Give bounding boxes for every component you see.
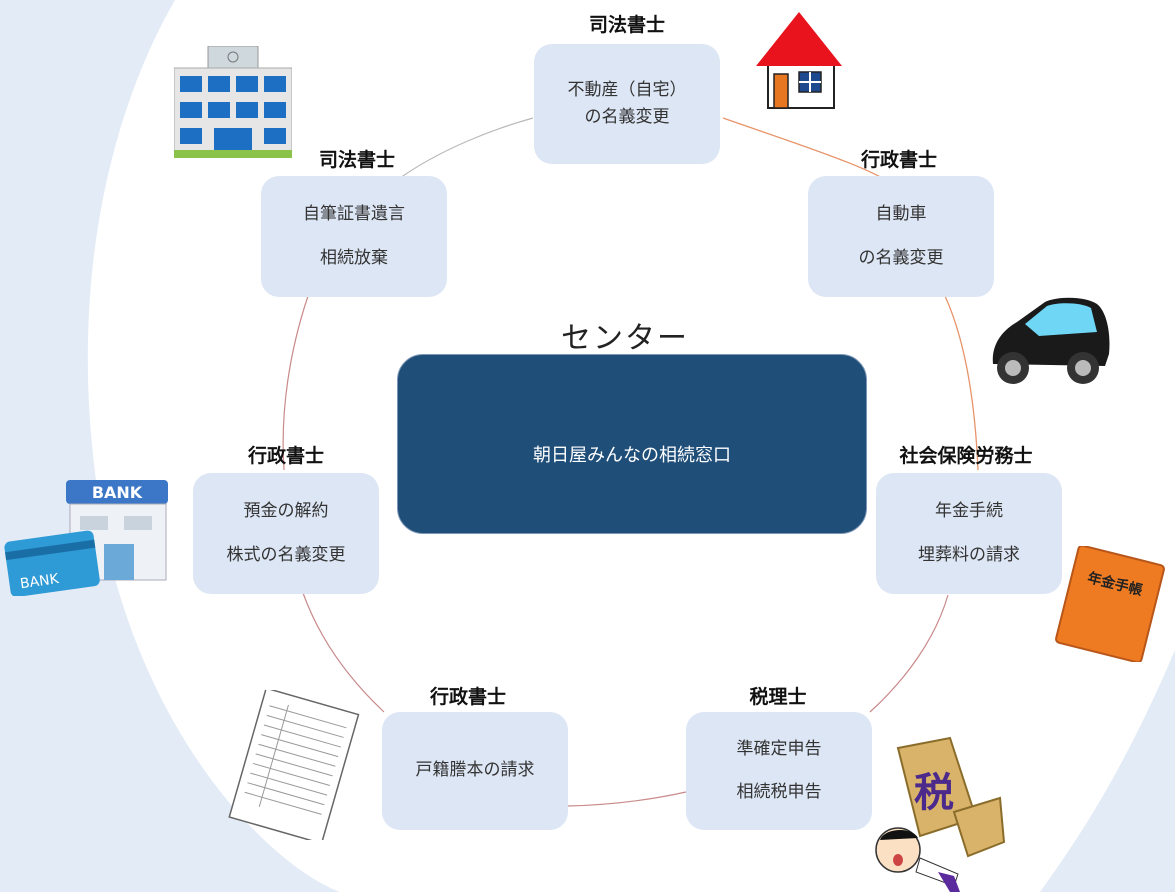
role-label-pension: 社会保険労務士 (899, 445, 1033, 467)
connector-register-bank (302, 592, 385, 713)
role-label-will: 司法書士 (318, 149, 396, 171)
card-pension: 年金手続 埋葬料の請求 (876, 473, 1062, 594)
role-label-bank: 行政書士 (247, 445, 325, 467)
card-family-register: 戸籍謄本の請求 (382, 712, 568, 830)
role-label-real-estate: 司法書士 (588, 14, 666, 36)
connector-will-estate (399, 117, 534, 179)
card-text: の名義変更 (584, 107, 670, 127)
card-text: 自筆証書遺言 (303, 204, 405, 225)
center-title: センター (561, 321, 689, 356)
card-real-estate: 不動産（自宅） の名義変更 (534, 44, 720, 164)
card-text: 株式の名義変更 (226, 544, 346, 565)
card-text: 戸籍謄本の請求 (415, 760, 535, 781)
card-will: 自筆証書遺言 相続放棄 (261, 176, 447, 297)
card-bank: 預金の解約 株式の名義変更 (193, 473, 379, 594)
bank-sign-label: BANK (92, 483, 143, 502)
bank-icon: BANK BANK (4, 480, 168, 596)
tax-burden-icon: 税 (875, 736, 1006, 892)
card-text: 相続放棄 (320, 247, 388, 268)
bank-card-label: BANK (19, 571, 60, 592)
card-text: 自動車 (875, 204, 927, 225)
pension-book-icon: 年金手帳 (1055, 546, 1165, 662)
car-icon (992, 297, 1110, 384)
connector-tax-register (567, 791, 687, 807)
center-box-label: 朝日屋みんなの相続窓口 (533, 445, 731, 466)
card-car: 自動車 の名義変更 (808, 176, 994, 297)
card-text: 準確定申告 (736, 738, 822, 759)
connector-bank-will (282, 295, 309, 471)
house-icon (756, 12, 842, 109)
role-label-car: 行政書士 (860, 149, 938, 171)
office-building-icon (174, 46, 292, 158)
tax-bag-label: 税 (914, 770, 954, 816)
connector-pension-tax (869, 594, 949, 713)
center-box: 朝日屋みんなの相続窓口 (397, 354, 867, 534)
card-text: 相続税申告 (736, 782, 822, 802)
role-label-tax: 税理士 (749, 686, 807, 708)
document-icon (228, 690, 360, 840)
role-label-family-register: 行政書士 (429, 686, 507, 708)
card-text: 年金手続 (935, 501, 1003, 522)
card-text: 預金の解約 (243, 501, 329, 522)
card-text: の名義変更 (858, 247, 944, 268)
card-tax: 準確定申告 相続税申告 (686, 712, 872, 830)
connector-car-pension (944, 295, 979, 471)
card-text: 不動産（自宅） (567, 79, 687, 100)
card-text: 埋葬料の請求 (918, 544, 1020, 565)
